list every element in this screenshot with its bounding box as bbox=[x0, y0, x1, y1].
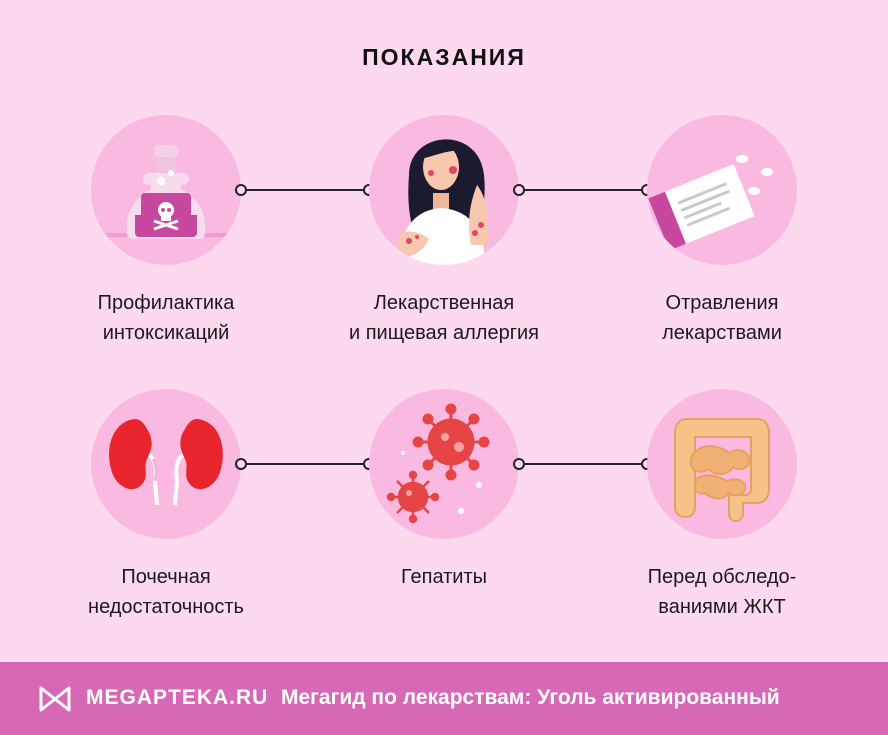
pills-box-icon bbox=[647, 115, 797, 265]
footer-caption: Мегагид по лекарствам: Уголь активирован… bbox=[281, 686, 780, 709]
connector bbox=[235, 458, 375, 470]
allergy-woman-icon bbox=[369, 115, 519, 265]
footer: MEGAPTEKA.RU Мегагид по лекарствам: Угол… bbox=[0, 662, 888, 735]
kidneys-icon bbox=[91, 389, 241, 539]
poison-bottle-icon bbox=[91, 115, 241, 265]
item-label: Перед обследо-ваниями ЖКТ bbox=[647, 566, 797, 618]
connector bbox=[235, 184, 375, 196]
page-title: ПОКАЗАНИЯ bbox=[362, 44, 526, 70]
connector bbox=[513, 458, 653, 470]
connector bbox=[513, 184, 653, 196]
brand-link[interactable]: MEGAPTEKA.RU bbox=[86, 686, 269, 709]
megapteka-logo-icon[interactable] bbox=[38, 684, 72, 714]
item-label: Гепатиты bbox=[401, 566, 487, 588]
virus-icon bbox=[369, 389, 519, 539]
intestines-icon bbox=[647, 389, 797, 539]
